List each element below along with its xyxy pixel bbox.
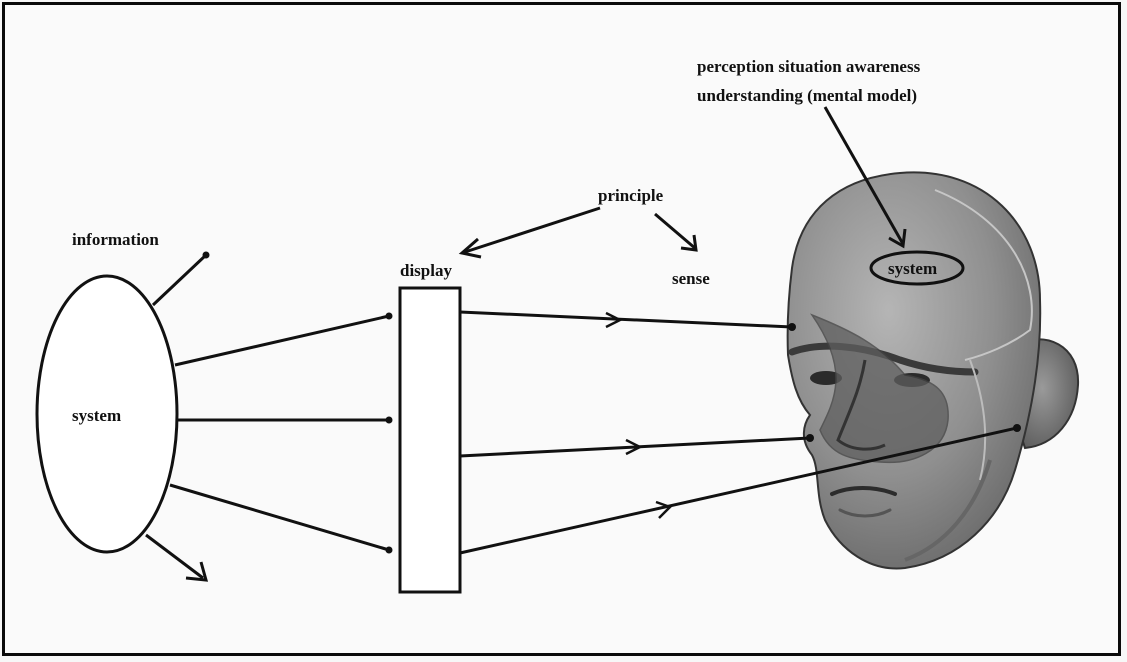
- head-shape: [788, 172, 1041, 568]
- eye-dot-2: [806, 434, 814, 442]
- display-label: display: [400, 261, 452, 280]
- head-illustration: [788, 172, 1078, 568]
- display-dot-1: [386, 313, 393, 320]
- head-caption-line-2: understanding (mental model): [697, 86, 917, 105]
- head-caption-line-1: perception situation awareness: [697, 57, 921, 76]
- principle-to-sense-arrow: [655, 214, 696, 249]
- sense-label: sense: [672, 269, 710, 288]
- output-arrow: [146, 535, 203, 578]
- eye-dot-1: [788, 323, 796, 331]
- display-to-eye-line-1: [460, 312, 792, 327]
- principle-to-display-arrow: [462, 208, 600, 253]
- system-left-label: system: [72, 406, 121, 425]
- information-dot: [203, 252, 210, 259]
- display-dot-3: [386, 547, 393, 554]
- ear-dot: [1013, 424, 1021, 432]
- information-connector: [153, 255, 206, 305]
- display-dot-2: [386, 417, 393, 424]
- system-to-display-line-1: [175, 316, 389, 365]
- system-to-display-line-3: [170, 485, 389, 550]
- head-system-label: system: [888, 259, 937, 278]
- display-box: [400, 288, 460, 592]
- display-to-eye-line-2: [460, 438, 810, 456]
- principle-label: principle: [598, 186, 664, 205]
- information-label: information: [72, 230, 159, 249]
